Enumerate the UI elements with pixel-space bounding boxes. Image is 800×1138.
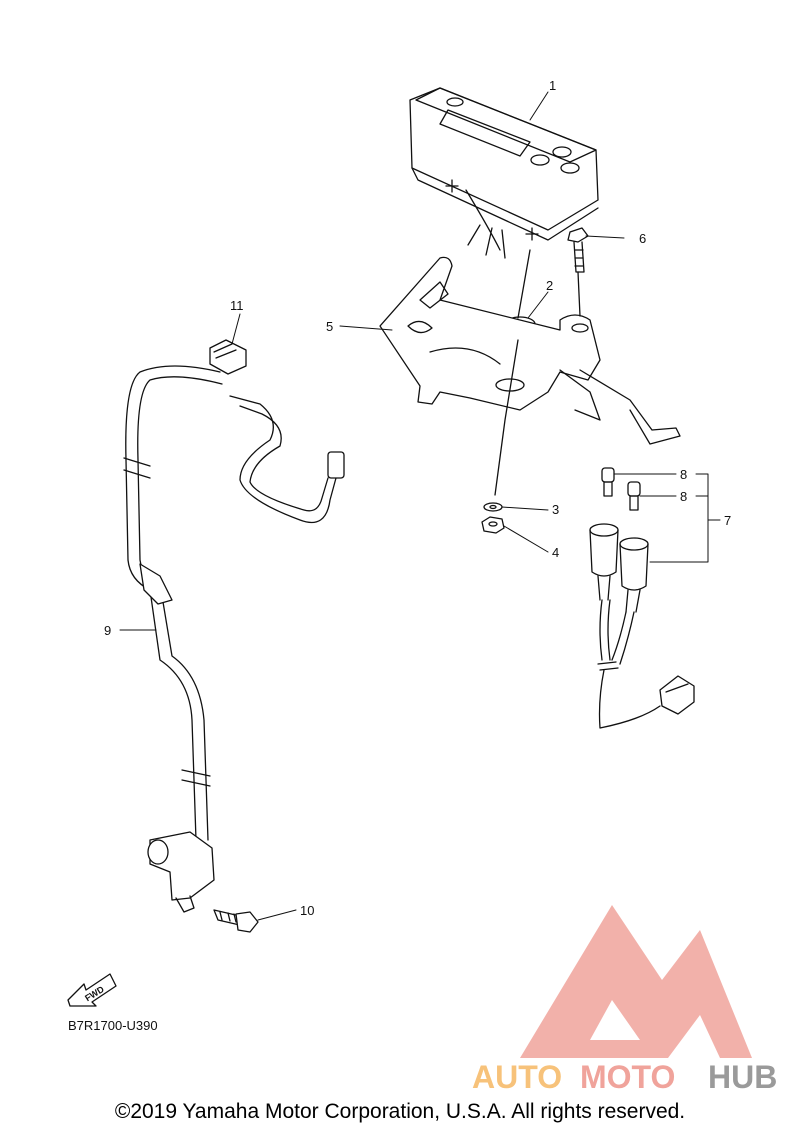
callout-11: 11 xyxy=(230,298,244,313)
logo-triangle xyxy=(520,905,752,1058)
callout-7: 7 xyxy=(724,513,731,528)
bulb-8b xyxy=(627,481,641,511)
logo-inner xyxy=(590,1000,640,1040)
fwd-arrow-icon xyxy=(67,973,117,1007)
callout-2: 2 xyxy=(546,278,553,293)
logo-moto-text: MOTO xyxy=(580,1059,675,1095)
callout-10: 10 xyxy=(300,903,314,918)
meter-assembly xyxy=(409,87,599,259)
leader-meter-grommet xyxy=(494,249,531,496)
speed-sensor xyxy=(147,831,215,913)
leader-lines xyxy=(119,91,721,921)
logo-hub-text: HUB xyxy=(708,1059,777,1095)
clamp-11 xyxy=(209,339,247,375)
diagram-code: B7R1700-U390 xyxy=(68,1018,158,1033)
callout-9: 9 xyxy=(104,623,111,638)
callout-3: 3 xyxy=(552,502,559,517)
nut-4 xyxy=(481,516,505,534)
callout-4: 4 xyxy=(552,545,559,560)
callout-labels: 1 2 3 4 5 6 7 8 8 9 10 11 FWD B7R1700-U3… xyxy=(68,78,731,1033)
bolt-10 xyxy=(213,909,259,933)
automotohub-logo: AUTO MOTO HUB xyxy=(472,905,777,1095)
logo-auto-text: AUTO xyxy=(472,1059,562,1095)
sensor-lead-9 xyxy=(123,365,345,841)
meter-bracket xyxy=(379,256,681,445)
callout-8a: 8 xyxy=(680,467,687,482)
callout-8b: 8 xyxy=(680,489,687,504)
bolt-6 xyxy=(567,227,589,273)
bulb-8a xyxy=(601,467,615,497)
copyright-notice: ©2019 Yamaha Motor Corporation, U.S.A. A… xyxy=(114,1100,686,1123)
washer-3 xyxy=(483,502,503,512)
callout-5: 5 xyxy=(326,319,333,334)
leader-bolt xyxy=(577,271,581,317)
callout-1: 1 xyxy=(549,78,556,93)
callout-6: 6 xyxy=(639,231,646,246)
socket-harness-7 xyxy=(589,523,695,729)
